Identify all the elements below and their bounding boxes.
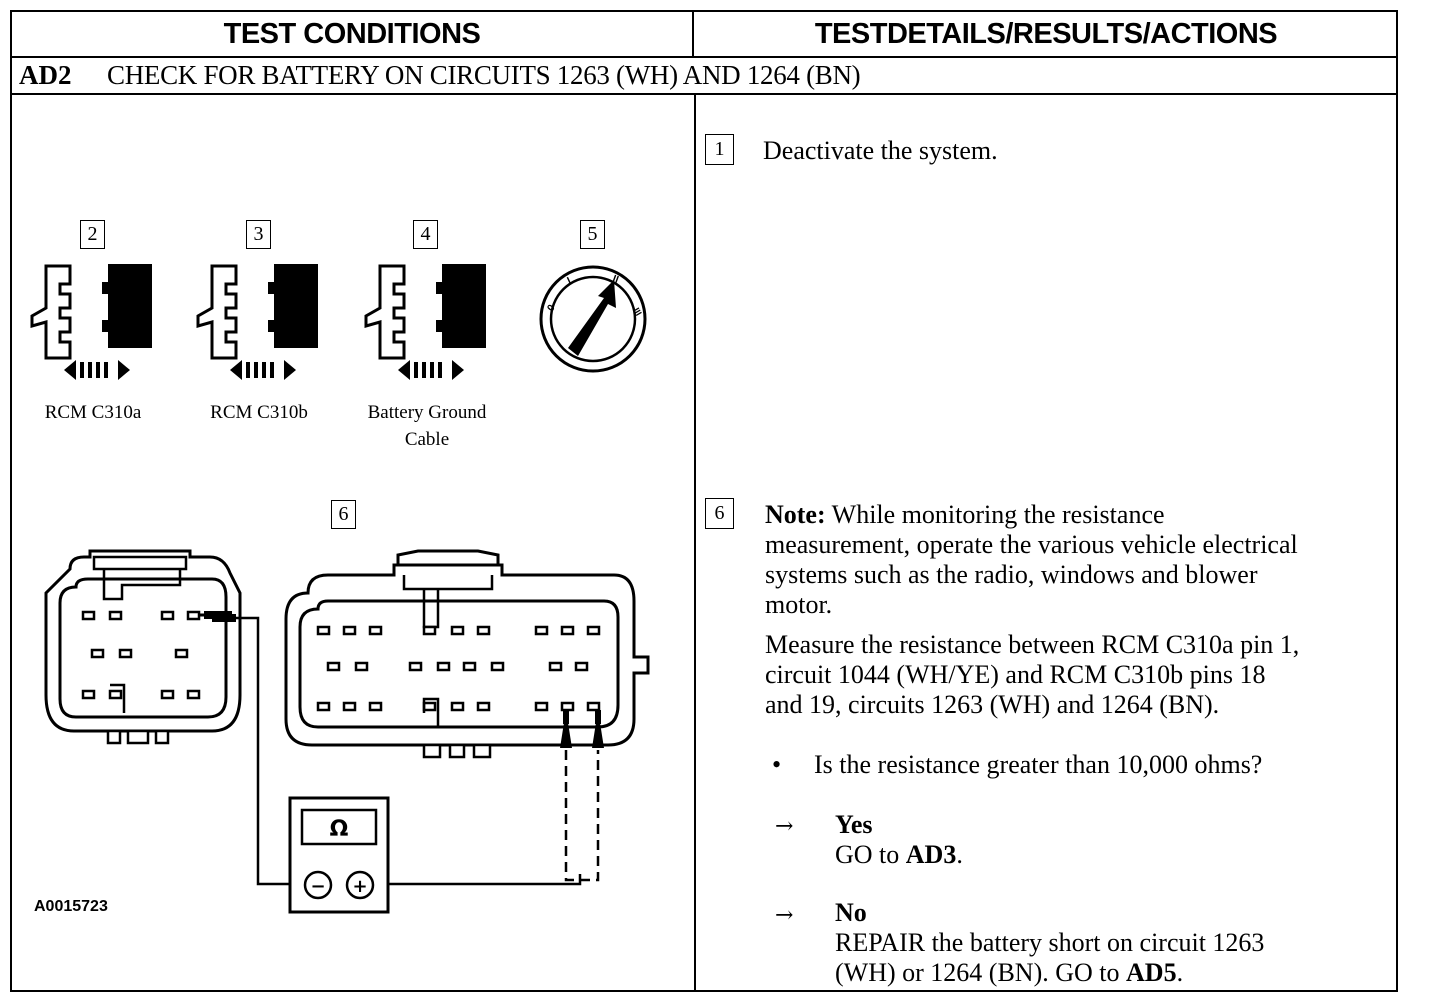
note-label: Note: xyxy=(765,500,826,529)
no-action: REPAIR the battery short on circuit 1263… xyxy=(835,928,1264,988)
test-conditions-header: TEST CONDITIONS xyxy=(12,12,694,56)
ignition-switch-icon: 0 I II III xyxy=(539,265,647,373)
yes-end: . xyxy=(956,840,963,869)
no-end: . xyxy=(1176,958,1184,987)
step-title: CHECK FOR BATTERY ON CIRCUITS 1263 (WH) … xyxy=(107,60,861,90)
column-divider xyxy=(694,93,696,992)
label-cable: Cable xyxy=(404,429,450,450)
figure-id: A0015723 xyxy=(34,898,108,915)
disconnect-connector-icon xyxy=(196,264,318,380)
no-target-link[interactable]: AD5 xyxy=(1126,958,1177,987)
callout-3: 3 xyxy=(246,220,271,249)
measure-line: Measure the resistance between RCM C310a… xyxy=(765,630,1300,659)
measure-line: circuit 1044 (WH/YE) and RCM C310b pins … xyxy=(765,660,1266,689)
ignition-mark-0: 0 xyxy=(545,302,557,313)
no-action-line: (WH) or 1264 (BN). GO to xyxy=(835,958,1120,987)
disconnect-connector-icon xyxy=(364,264,486,380)
no-label: No xyxy=(835,898,867,927)
ohm-symbol: Ω xyxy=(330,817,349,842)
step-heading: AD2 CHECK FOR BATTERY ON CIRCUITS 1263 (… xyxy=(12,58,1396,95)
step-number-1: 1 xyxy=(705,134,734,165)
note-line: While monitoring the resistance xyxy=(831,500,1165,529)
yes-arrow-icon: → xyxy=(775,814,794,839)
step-id: AD2 xyxy=(19,60,72,90)
table-header: TEST CONDITIONS TESTDETAILS/RESULTS/ACTI… xyxy=(12,12,1396,58)
callout-2: 2 xyxy=(80,220,105,249)
yes-label: Yes xyxy=(835,810,873,839)
yes-action: GO to AD3. xyxy=(835,840,963,870)
test-table: TEST CONDITIONS TESTDETAILS/RESULTS/ACTI… xyxy=(10,10,1398,992)
callout-4: 4 xyxy=(413,220,438,249)
rcm-c310a-connector-face xyxy=(44,549,242,745)
question-bullet: • xyxy=(772,750,782,779)
meter-wiring xyxy=(212,614,604,886)
label-battery-ground: Battery Ground xyxy=(367,402,487,423)
meter-positive-terminal: + xyxy=(352,876,367,897)
label-rcm-c310b: RCM C310b xyxy=(210,402,308,423)
yes-go-text: GO to xyxy=(835,840,900,869)
note-line: systems such as the radio, windows and b… xyxy=(765,560,1258,589)
ignition-mark-iii: III xyxy=(631,306,643,318)
callout-6: 6 xyxy=(331,500,356,529)
rcm-c310b-connector-face xyxy=(284,549,650,759)
ignition-mark-ii: II xyxy=(611,273,620,285)
test-details-header: TESTDETAILS/RESULTS/ACTIONS xyxy=(814,17,1278,50)
callout-5: 5 xyxy=(580,220,605,249)
disconnect-connector-icon xyxy=(30,264,152,380)
ignition-mark-i: I xyxy=(566,275,573,286)
note-line: measurement, operate the various vehicle… xyxy=(765,530,1298,559)
measure-line: and 19, circuits 1263 (WH) and 1264 (BN)… xyxy=(765,690,1220,719)
ohmmeter-icon: Ω − + xyxy=(288,796,390,914)
note-paragraph: Note: While monitoring the resistance me… xyxy=(765,500,1298,620)
question-text: Is the resistance greater than 10,000 oh… xyxy=(814,750,1263,779)
step-1-text: Deactivate the system. xyxy=(763,136,998,165)
no-arrow-icon: → xyxy=(775,903,794,928)
meter-negative-terminal: − xyxy=(310,876,325,897)
no-action-line: REPAIR the battery short on circuit 1263 xyxy=(835,928,1265,957)
yes-target-link[interactable]: AD3 xyxy=(905,840,957,869)
label-rcm-c310a: RCM C310a xyxy=(44,402,142,423)
step-number-6: 6 xyxy=(705,498,734,529)
measure-instruction: Measure the resistance between RCM C310a… xyxy=(765,630,1299,720)
note-line: motor. xyxy=(765,590,833,619)
